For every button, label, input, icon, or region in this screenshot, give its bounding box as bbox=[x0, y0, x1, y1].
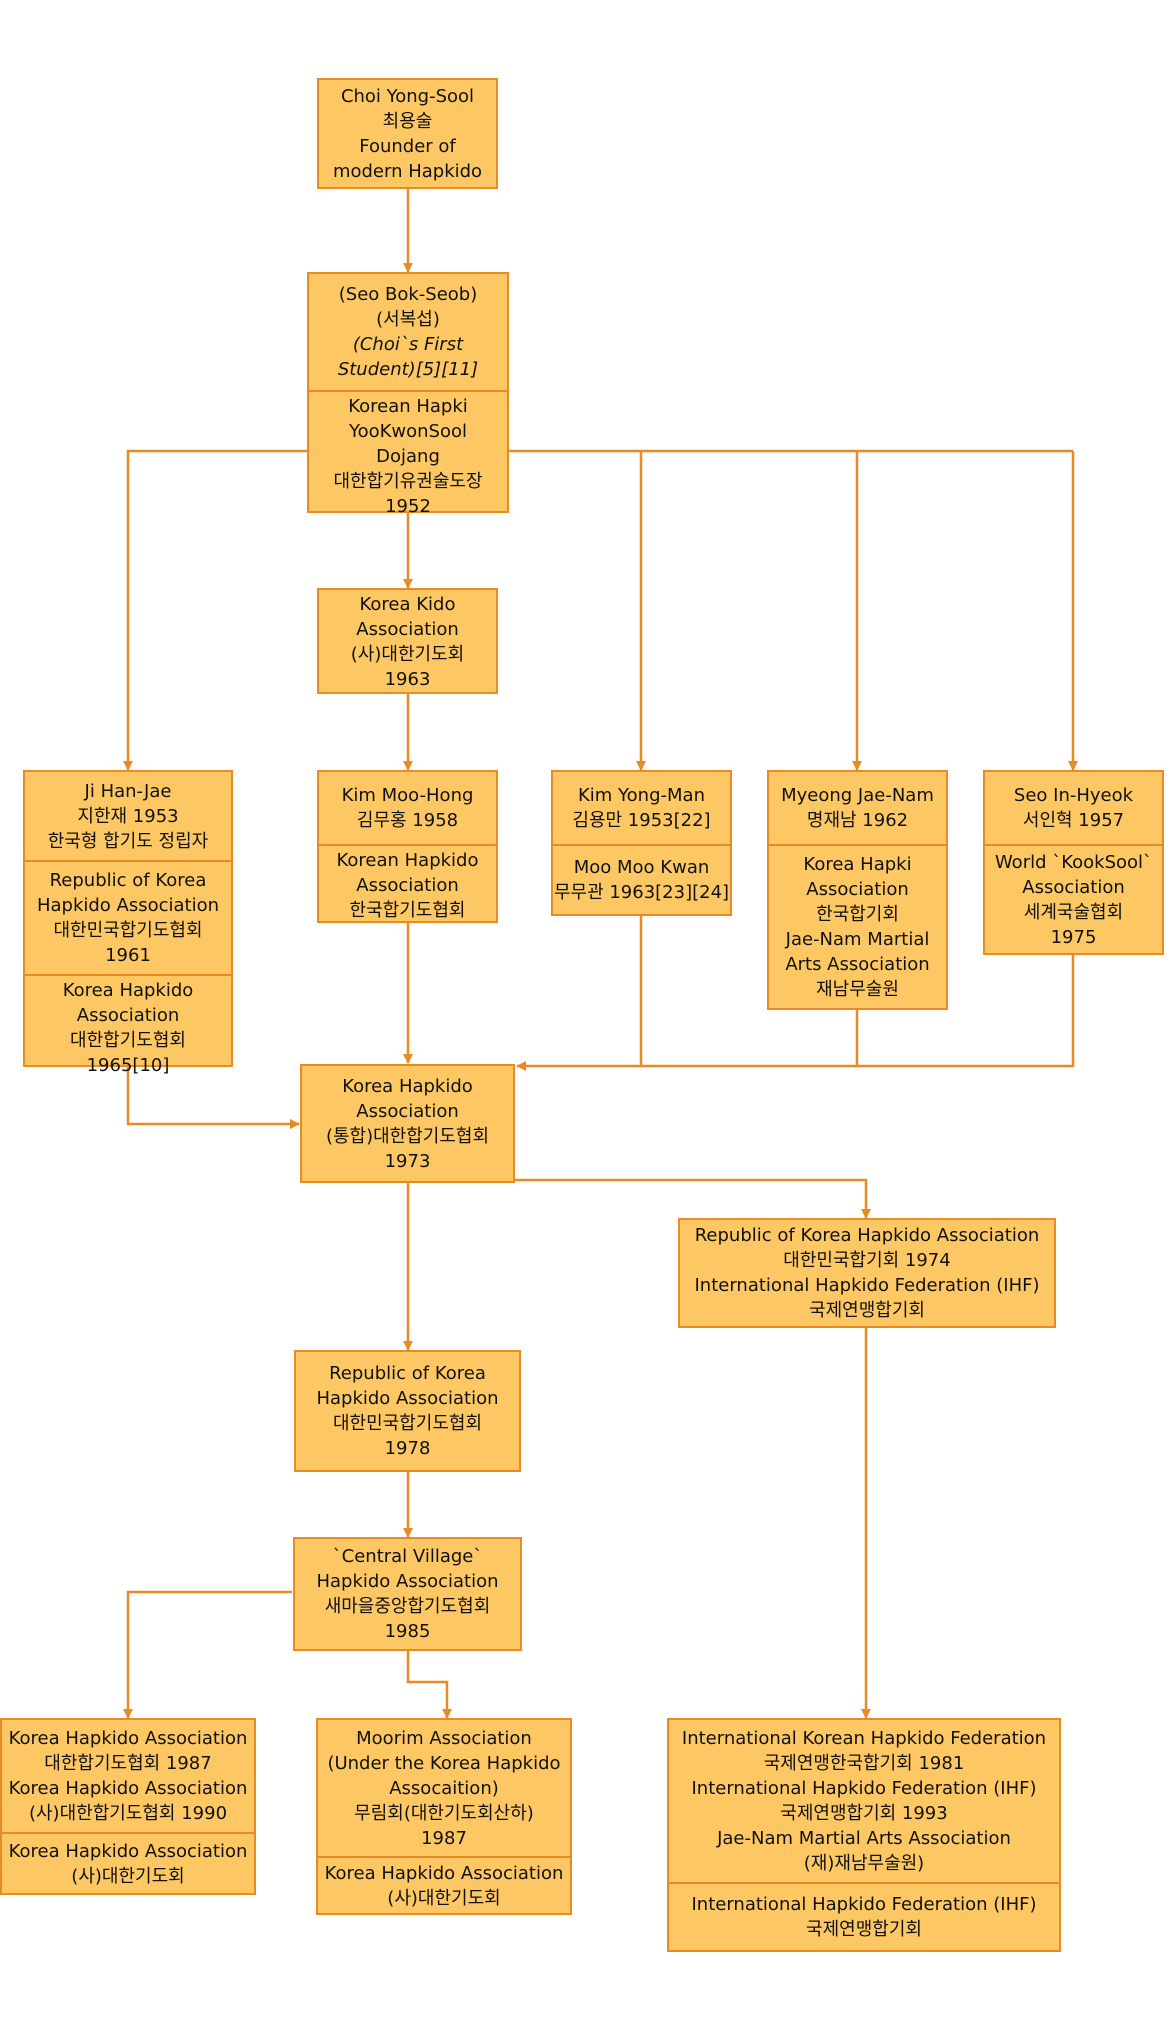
seo-bok-seob-box: (Seo Bok-Seob) (서복섭) (Choi`s First Stude… bbox=[307, 272, 509, 517]
central-village-association-box: `Central Village` Hapkido Association 새마… bbox=[293, 1537, 522, 1651]
myeong-jae-nam-box: Myeong Jae-Nam 명재남 1962 Korea Hapki Asso… bbox=[767, 770, 948, 1010]
edge-right-branches-to-kha1973 bbox=[516, 955, 1075, 1071]
edge-centralvillage-to-kha1987 bbox=[123, 1590, 292, 1719]
korea-hapkido-association-1973-box: Korea Hapkido Association (통합)대한합기도협회 19… bbox=[300, 1064, 515, 1183]
rok-hapkido-association-1974-box: Republic of Korea Hapkido Association 대한… bbox=[678, 1218, 1056, 1328]
korea-kido-association-box: Korea Kido Association (사)대한기도회 1963 bbox=[317, 588, 498, 694]
choi-yong-sool-box: Choi Yong-Sool 최용술 Founder of modern Hap… bbox=[317, 78, 498, 189]
international-korean-hapkido-federation-box: International Korean Hapkido Federation … bbox=[667, 1718, 1061, 1952]
ji-han-jae-box: Ji Han-Jae 지한재 1953 한국형 합기도 정립자 Republic… bbox=[23, 770, 233, 1076]
edge-jihanjae-to-kha1973 bbox=[126, 1067, 300, 1129]
kim-moo-hong-box: Kim Moo-Hong 김무홍 1958 Korean Hapkido Ass… bbox=[317, 770, 498, 923]
edge-seo-to-jihanjae bbox=[123, 449, 308, 771]
korea-hapkido-association-1987-box: Korea Hapkido Association 대한합기도협회 1987 K… bbox=[0, 1718, 256, 1895]
kim-yong-man-box: Kim Yong-Man 김용만 1953[22] Moo Moo Kwan 무… bbox=[551, 770, 732, 916]
rok-hapkido-association-1978-box: Republic of Korea Hapkido Association 대한… bbox=[294, 1350, 521, 1472]
edge-centralvillage-to-moorim bbox=[406, 1651, 452, 1719]
seo-in-hyeok-box: Seo In-Hyeok 서인혁 1957 World `KookSool` A… bbox=[983, 770, 1164, 955]
edge-kha1973-to-rok1974 bbox=[514, 1178, 871, 1219]
moorim-association-box: Moorim Association (Under the Korea Hapk… bbox=[316, 1718, 572, 1915]
